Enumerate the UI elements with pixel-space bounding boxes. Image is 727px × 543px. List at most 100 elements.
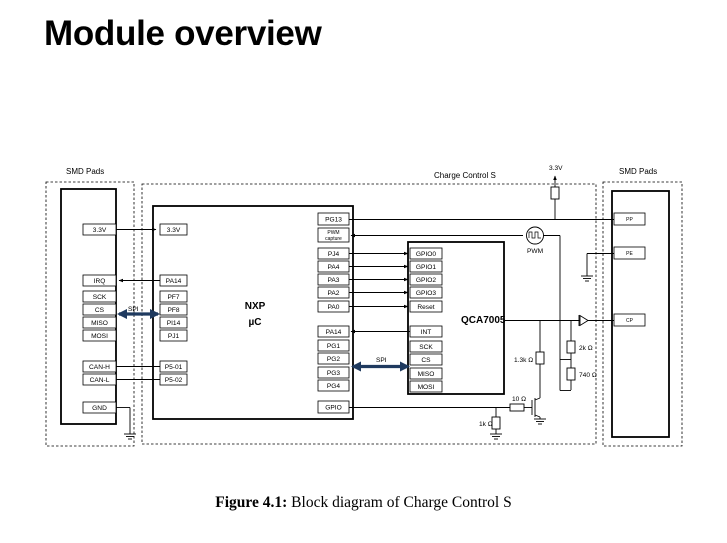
resistor-740	[566, 367, 576, 381]
resistor-10	[509, 403, 525, 412]
resistor-740-label: 740 Ω	[579, 372, 597, 379]
pad-pe	[613, 246, 646, 260]
nxp-pin-pg4-label: PG4	[327, 383, 341, 390]
caption-text: Block diagram of Charge Control S	[287, 494, 512, 511]
divider-network	[559, 320, 576, 391]
charge-control-title: Charge Control S	[434, 171, 496, 180]
pwm-wave-icon	[528, 231, 541, 239]
qca-pin-cs	[409, 353, 443, 366]
pad-irq-label: IRQ	[94, 278, 106, 285]
pad-mosi	[82, 329, 117, 342]
qca-pin-miso-label: MISO	[418, 371, 435, 378]
nxp-pin-3v3-label: 3.3V	[167, 227, 181, 234]
resistor-1k	[491, 416, 501, 430]
resistor-2k	[566, 340, 576, 354]
nxp-pin-3v3	[159, 223, 188, 236]
smd-left-title: SMD Pads	[66, 167, 104, 176]
qca-pin-reset	[409, 300, 443, 313]
pad-cs	[82, 303, 117, 316]
nxp-pin-pg1-label: PG1	[327, 343, 341, 350]
pad-sck	[82, 290, 117, 303]
nxp-pin-pa3-label: PA3	[328, 277, 340, 284]
nxp-name: NXP	[245, 301, 266, 312]
qca-pin-sck-label: SCK	[419, 344, 433, 351]
qca-name: QCA7005	[461, 315, 506, 326]
qca-pin-gpio3-label: GPIO3	[416, 290, 436, 297]
supply-label: 3.3V	[549, 165, 563, 172]
nxp-pin-gpio	[317, 400, 350, 414]
nxp-pin-pg13-label: PG13	[325, 217, 342, 224]
resistor-1-3k-label: 1.3k Ω	[514, 357, 533, 364]
nxp-qca-wires	[349, 251, 410, 334]
nxp-pin-p5-02-label: P5-02	[165, 377, 183, 384]
qca-pin-reset-label: Reset	[417, 304, 434, 311]
nxp-pin-pg3	[317, 366, 350, 379]
nxp-pin-gpio-label: GPIO	[325, 405, 342, 412]
smd-left-dashed-area	[45, 181, 135, 447]
nxp-pin-pa14-label: PA14	[166, 278, 182, 285]
pad-pp	[613, 212, 646, 226]
caption-label: Figure 4.1:	[215, 494, 288, 511]
cp-diode	[578, 314, 589, 327]
pad-3v3-label: 3.3V	[93, 227, 107, 234]
pwm-label: PWM	[527, 248, 543, 255]
spi-left-label: SPI	[128, 306, 139, 313]
smd-right-dashed-area	[602, 181, 683, 447]
nxp-sub: µC	[249, 317, 262, 328]
left-pads: 3.3V IRQ SCK CS MISO MOSI CAN-H CAN-L GN…	[82, 223, 117, 414]
nxp-pin-pg2	[317, 352, 350, 365]
nxp-pin-pa14-right-label: PA14	[326, 329, 342, 336]
qca-pin-gpio2	[409, 273, 443, 286]
nxp-pin-pwm-capture	[317, 227, 350, 243]
nxp-pin-pg3-label: PG3	[327, 370, 341, 377]
pad-pe-label: PE	[626, 251, 633, 257]
nxp-pin-pg4	[317, 379, 350, 392]
nxp-pin-pf7-label: PF7	[167, 294, 179, 301]
transistor-drain	[534, 397, 541, 401]
nxp-left-pins: 3.3V PA14 PF7 PF8 PI14 PJ1 P5-01 P5-02	[159, 223, 188, 386]
page-title: Module overview	[44, 14, 322, 53]
supply-resistor	[550, 186, 560, 200]
nxp-pin-pj1	[159, 329, 188, 342]
nxp-pin-pa0-label: PA0	[328, 304, 340, 311]
figure-caption: Figure 4.1: Block diagram of Charge Cont…	[0, 494, 727, 512]
pad-mosi-label: MOSI	[91, 333, 108, 340]
qca-pin-miso	[409, 367, 443, 380]
qca-pin-gpio3	[409, 286, 443, 299]
pad-can-h-label: CAN-H	[89, 364, 110, 371]
qca-pin-mosi-label: MOSI	[418, 384, 435, 391]
qca-pin-sck	[409, 340, 443, 353]
nxp-pin-p5-01-label: P5-01	[165, 364, 183, 371]
pad-pp-label: PP	[626, 217, 633, 223]
supply-3v3	[550, 175, 560, 220]
nxp-pin-pg2-label: PG2	[327, 356, 341, 363]
nxp-pin-pa14-right	[317, 325, 350, 338]
pad-sck-label: SCK	[93, 294, 107, 301]
nxp-pin-pg1	[317, 339, 350, 352]
qca-pin-int-label: INT	[421, 329, 432, 336]
qca-pin-cs-label: CS	[421, 357, 431, 364]
pad-miso-label: MISO	[91, 320, 108, 327]
left-wires	[116, 227, 160, 440]
nxp-pin-pj1-label: PJ1	[168, 333, 180, 340]
nxp-pin-pa4-label: PA4	[328, 264, 340, 271]
right-pads: PP PE CP	[613, 212, 646, 327]
smd-right-title: SMD Pads	[619, 167, 657, 176]
nxp-pin-pj4-label: PJ4	[328, 251, 340, 258]
pad-gnd-label: GND	[92, 405, 107, 412]
pad-cs-label: CS	[95, 307, 105, 314]
nxp-pin-pwm-label: PWM	[327, 230, 339, 236]
pad-irq	[82, 274, 117, 287]
resistor-2k-label: 2k Ω	[579, 345, 593, 352]
nxp-pin-capture-label: capture	[325, 236, 342, 242]
transistor-source	[534, 414, 541, 418]
qca-pin-gpio1	[409, 260, 443, 273]
qca-pin-mosi	[409, 380, 443, 393]
pwm-path	[350, 226, 561, 320]
nxp-pin-pi14	[159, 316, 188, 329]
pad-can-l-label: CAN-L	[90, 377, 110, 384]
nxp-pin-pg13	[317, 212, 350, 226]
qca-pins: GPIO0 GPIO1 GPIO2 GPIO3 Reset INT SCK CS…	[409, 247, 443, 393]
qca-pin-gpio0	[409, 247, 443, 260]
